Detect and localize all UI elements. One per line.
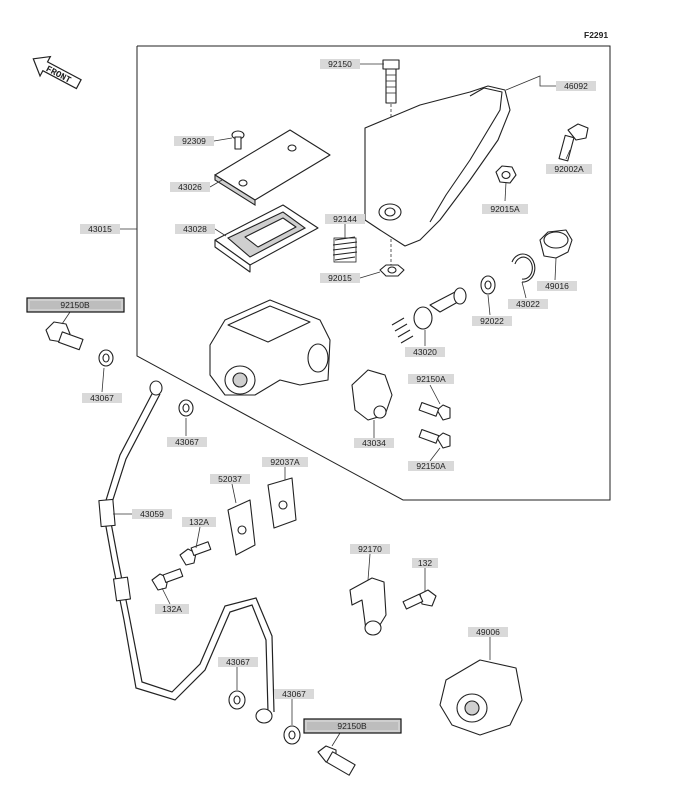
svg-text:92144: 92144 xyxy=(333,214,357,224)
svg-text:92002A: 92002A xyxy=(554,164,584,174)
clutch-lever-icon xyxy=(364,85,511,247)
label-132a-a[interactable]: 132A xyxy=(182,517,216,527)
label-43034[interactable]: 43034 xyxy=(354,438,394,448)
bolt-132a-lower-icon xyxy=(151,568,184,591)
bolt-92150a-lower-icon xyxy=(418,428,451,449)
svg-text:43034: 43034 xyxy=(362,438,386,448)
svg-text:132A: 132A xyxy=(162,604,182,614)
svg-text:92150A: 92150A xyxy=(416,374,446,384)
part-labels: 92150 46092 92309 43026 43015 43028 9214… xyxy=(26,59,596,734)
label-46092[interactable]: 46092 xyxy=(556,81,596,91)
svg-text:43022: 43022 xyxy=(516,299,540,309)
svg-text:43067: 43067 xyxy=(90,393,114,403)
svg-text:43067: 43067 xyxy=(175,437,199,447)
label-43067-d[interactable]: 43067 xyxy=(274,689,314,699)
label-92015a[interactable]: 92015A xyxy=(482,204,528,214)
label-92002a[interactable]: 92002A xyxy=(546,164,592,174)
label-43059[interactable]: 43059 xyxy=(132,509,172,519)
washer-43067-c-icon xyxy=(228,690,246,710)
hose-clamp-icon xyxy=(267,477,297,529)
figure-code: F2291 xyxy=(584,30,608,40)
piston-kit-icon xyxy=(391,287,467,344)
spring-92144-icon xyxy=(332,236,358,263)
washer-43067-d-icon xyxy=(283,725,301,745)
label-92150a-b[interactable]: 92150A xyxy=(408,461,454,471)
svg-text:43067: 43067 xyxy=(282,689,306,699)
svg-text:92015: 92015 xyxy=(328,273,352,283)
banjo-bolt-lower-icon xyxy=(317,745,356,776)
screw-92309-icon xyxy=(231,130,245,150)
label-92150a-a[interactable]: 92150A xyxy=(408,374,454,384)
bolt-92150a-upper-icon xyxy=(418,401,451,421)
svg-text:52037: 52037 xyxy=(218,474,242,484)
assembly-frame xyxy=(136,45,611,501)
svg-text:92170: 92170 xyxy=(358,544,382,554)
label-49006[interactable]: 49006 xyxy=(468,627,508,637)
label-92309[interactable]: 92309 xyxy=(174,136,214,146)
svg-text:46092: 46092 xyxy=(564,81,588,91)
bolt-132-icon xyxy=(402,589,437,610)
label-43015[interactable]: 43015 xyxy=(80,224,120,234)
washer-43067-a-icon xyxy=(98,349,114,367)
svg-text:43026: 43026 xyxy=(178,182,202,192)
circlip-icon xyxy=(511,253,536,283)
nut-92015-icon xyxy=(379,264,405,277)
bracket-92170-icon xyxy=(349,577,387,636)
label-132a-b[interactable]: 132A xyxy=(155,604,189,614)
clutch-hose-icon xyxy=(98,380,275,724)
label-43067-c[interactable]: 43067 xyxy=(218,657,258,667)
svg-text:132A: 132A xyxy=(189,517,209,527)
label-92170[interactable]: 92170 xyxy=(350,544,390,554)
banjo-bolt-upper-icon xyxy=(45,321,84,351)
clamp-43034-icon xyxy=(351,369,393,421)
front-arrow-icon: FRONT xyxy=(32,55,82,90)
leader-lines xyxy=(61,63,571,747)
svg-text:43015: 43015 xyxy=(88,224,112,234)
svg-text:49006: 49006 xyxy=(476,627,500,637)
svg-text:43059: 43059 xyxy=(140,509,164,519)
label-49016[interactable]: 49016 xyxy=(537,281,577,291)
svg-text:92015A: 92015A xyxy=(490,204,520,214)
svg-text:132: 132 xyxy=(418,558,432,568)
cover-49006-icon xyxy=(439,659,523,736)
svg-text:49016: 49016 xyxy=(545,281,569,291)
nut-92015a-icon xyxy=(495,165,517,184)
svg-text:43067: 43067 xyxy=(226,657,250,667)
svg-text:92150: 92150 xyxy=(328,59,352,69)
label-43022[interactable]: 43022 xyxy=(508,299,548,309)
label-92022[interactable]: 92022 xyxy=(472,316,512,326)
reservoir-cap-icon xyxy=(214,129,331,206)
hose-guide-icon xyxy=(227,499,256,556)
bolt-92002a-icon xyxy=(558,123,589,162)
label-92150[interactable]: 92150 xyxy=(320,59,360,69)
bolt-132a-upper-icon xyxy=(179,541,212,566)
dust-boot-icon xyxy=(539,229,573,259)
label-92150b-bottom[interactable]: 92150B xyxy=(303,718,402,734)
svg-text:92022: 92022 xyxy=(480,316,504,326)
label-43067-b[interactable]: 43067 xyxy=(167,437,207,447)
master-cylinder-body-icon xyxy=(209,299,331,396)
label-43067-a[interactable]: 43067 xyxy=(82,393,122,403)
label-132[interactable]: 132 xyxy=(412,558,438,568)
svg-text:92309: 92309 xyxy=(182,136,206,146)
label-43028[interactable]: 43028 xyxy=(175,224,215,234)
washer-43067-b-icon xyxy=(178,399,194,417)
svg-text:92150A: 92150A xyxy=(416,461,446,471)
svg-text:43020: 43020 xyxy=(413,347,437,357)
svg-text:92150B: 92150B xyxy=(60,300,90,310)
label-43020[interactable]: 43020 xyxy=(405,347,445,357)
label-92037a[interactable]: 92037A xyxy=(262,457,308,467)
svg-text:43028: 43028 xyxy=(183,224,207,234)
bolt-92150-icon xyxy=(382,59,400,104)
label-43026[interactable]: 43026 xyxy=(170,182,210,192)
washer-92022-icon xyxy=(480,275,496,295)
svg-text:92150B: 92150B xyxy=(337,721,367,731)
label-52037[interactable]: 52037 xyxy=(210,474,250,484)
diaphragm-icon xyxy=(214,204,319,273)
svg-text:92037A: 92037A xyxy=(270,457,300,467)
label-92150b-top[interactable]: 92150B xyxy=(26,297,125,313)
label-92015[interactable]: 92015 xyxy=(320,273,360,283)
label-92144[interactable]: 92144 xyxy=(325,214,365,224)
